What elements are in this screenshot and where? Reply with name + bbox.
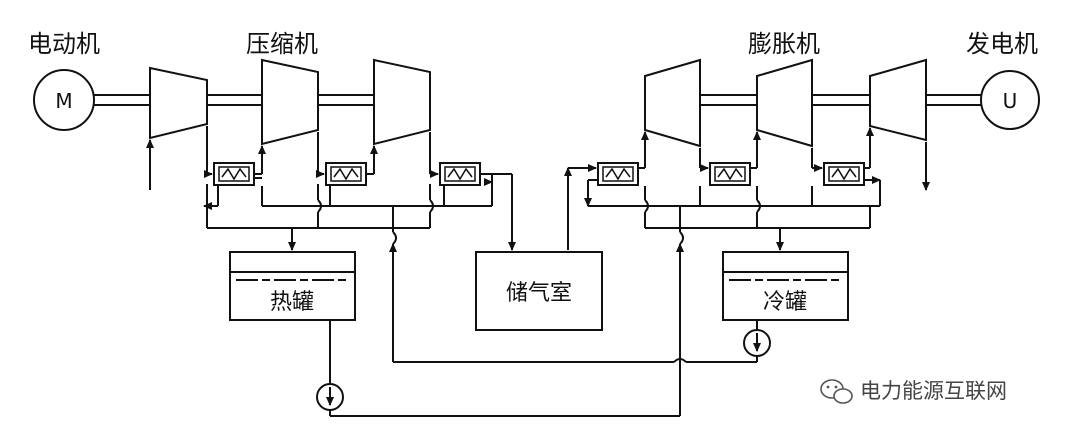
generator-label: 发电机 <box>966 30 1038 58</box>
heat-exchanger-e1 <box>597 162 639 186</box>
generator-symbol: U <box>1003 89 1018 113</box>
compressor-shaft <box>94 94 374 106</box>
heat-exchanger-c3 <box>439 162 481 186</box>
pump-hot <box>316 383 344 411</box>
bottom-loop <box>329 320 758 417</box>
heat-exchanger-e3 <box>823 162 865 186</box>
expander-stage-2 <box>756 58 813 148</box>
motor-label: 电动机 <box>28 30 100 58</box>
watermark-text: 电力能源互联网 <box>860 379 1007 403</box>
compressor-piping <box>146 126 516 362</box>
expander-stage-3 <box>869 58 927 142</box>
hot-tank: 热罐 <box>229 251 356 321</box>
wechat-icon <box>820 379 853 404</box>
hot-tank-label: 热罐 <box>270 290 314 315</box>
expander-piping <box>564 127 930 408</box>
watermark: 电力能源互联网 <box>820 379 1007 404</box>
motor: M <box>33 69 95 131</box>
compressor-stage-1 <box>149 66 208 140</box>
compressor-stage-3 <box>373 58 431 146</box>
heat-exchanger-c2 <box>325 162 367 186</box>
expander-stage-1 <box>644 58 701 148</box>
generator: U <box>980 70 1040 130</box>
compressor-label: 压缩机 <box>246 30 318 58</box>
air-storage-label: 储气室 <box>506 281 572 306</box>
cold-tank-label: 冷罐 <box>763 290 807 315</box>
heat-exchanger-c1 <box>213 162 255 186</box>
expander-label: 膨胀机 <box>748 30 820 58</box>
generator-circle <box>980 70 1040 130</box>
cold-tank: 冷罐 <box>722 251 849 321</box>
pump-cold <box>743 329 771 357</box>
motor-circle <box>33 69 95 131</box>
air-storage: 储气室 <box>475 251 603 331</box>
motor-symbol: M <box>55 89 72 113</box>
heat-exchanger-e2 <box>709 162 751 186</box>
compressor-stage-2 <box>261 58 319 146</box>
expander-shaft <box>700 94 982 106</box>
